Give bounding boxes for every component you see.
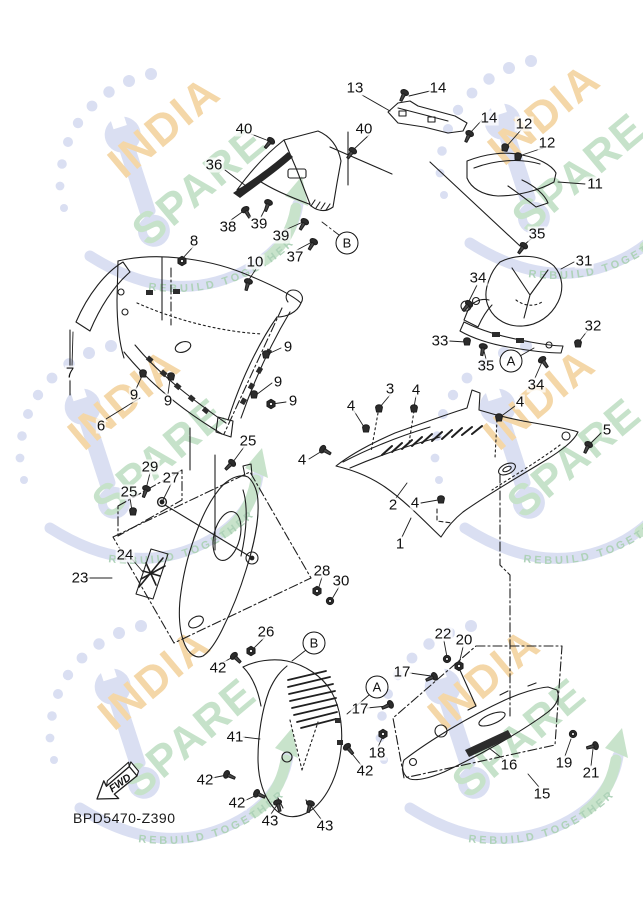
callout-17: 17 bbox=[350, 700, 370, 718]
callout-43: 43 bbox=[315, 817, 335, 835]
callout-4: 4 bbox=[409, 494, 421, 512]
callout-18: 18 bbox=[367, 744, 387, 762]
callout-40: 40 bbox=[354, 120, 374, 138]
callout-42: 42 bbox=[227, 794, 247, 812]
callout-27: 27 bbox=[161, 469, 181, 487]
callout-43: 43 bbox=[260, 812, 280, 830]
callout-26: 26 bbox=[256, 623, 276, 641]
callout-15: 15 bbox=[532, 785, 552, 803]
callout-16: 16 bbox=[499, 756, 519, 774]
callout-6: 6 bbox=[95, 417, 107, 435]
callout-35: 35 bbox=[527, 225, 547, 243]
callout-32: 32 bbox=[583, 317, 603, 335]
callout-7: 7 bbox=[64, 364, 76, 382]
callout-10: 10 bbox=[245, 253, 265, 271]
callout-17: 17 bbox=[392, 663, 412, 681]
side-cowl-drawing bbox=[112, 463, 312, 658]
side-panel-11-drawing bbox=[466, 152, 557, 208]
callout-13: 13 bbox=[345, 79, 365, 97]
callout-3: 3 bbox=[384, 380, 396, 398]
callout-9: 9 bbox=[162, 392, 174, 410]
windscreen-garnish bbox=[233, 152, 293, 198]
callout-4: 4 bbox=[514, 393, 526, 411]
callout-42: 42 bbox=[355, 762, 375, 780]
callout-34: 34 bbox=[526, 376, 546, 394]
callout-33: 33 bbox=[430, 332, 450, 350]
callout-34: 34 bbox=[468, 269, 488, 287]
callout-25: 25 bbox=[119, 483, 139, 501]
callout-39: 39 bbox=[271, 227, 291, 245]
callout-25: 25 bbox=[238, 432, 258, 450]
callout-9: 9 bbox=[128, 386, 140, 404]
callout-39: 39 bbox=[249, 215, 269, 233]
ref-letter-B: B bbox=[335, 231, 359, 255]
ref-letter-B: B bbox=[302, 631, 326, 655]
callout-42: 42 bbox=[208, 659, 228, 677]
callout-4: 4 bbox=[345, 397, 357, 415]
callout-28: 28 bbox=[312, 562, 332, 580]
part-code-label: BPD5470-Z390 bbox=[73, 810, 176, 826]
callout-14: 14 bbox=[428, 79, 448, 97]
ref-letter-A: A bbox=[499, 349, 523, 373]
ref-letter-A: A bbox=[365, 675, 389, 699]
callout-29: 29 bbox=[140, 458, 160, 476]
callout-8: 8 bbox=[188, 232, 200, 250]
callout-9: 9 bbox=[287, 392, 299, 410]
callout-40: 40 bbox=[234, 120, 254, 138]
callout-9: 9 bbox=[282, 338, 294, 356]
callout-22: 22 bbox=[433, 625, 453, 643]
callout-24: 24 bbox=[115, 546, 135, 564]
callout-5: 5 bbox=[601, 421, 613, 439]
stay-bracket-drawing bbox=[387, 100, 468, 134]
callout-9: 9 bbox=[272, 373, 284, 391]
callout-11: 11 bbox=[586, 175, 604, 193]
callout-21: 21 bbox=[581, 764, 601, 782]
callout-4: 4 bbox=[410, 381, 422, 399]
callout-31: 31 bbox=[574, 252, 594, 270]
callout-42: 42 bbox=[195, 771, 215, 789]
callout-12: 12 bbox=[537, 134, 557, 152]
callout-20: 20 bbox=[454, 631, 474, 649]
callout-1: 1 bbox=[394, 535, 406, 553]
callout-36: 36 bbox=[204, 156, 224, 174]
callout-37: 37 bbox=[285, 248, 305, 266]
callout-30: 30 bbox=[331, 572, 351, 590]
lower-side-panel-drawing bbox=[392, 645, 563, 781]
callout-38: 38 bbox=[218, 218, 238, 236]
callout-12: 12 bbox=[514, 115, 534, 133]
windshield-drawing bbox=[69, 261, 131, 396]
callout-35: 35 bbox=[476, 357, 496, 375]
callout-4: 4 bbox=[296, 451, 308, 469]
callout-23: 23 bbox=[70, 569, 90, 587]
callout-14: 14 bbox=[479, 109, 499, 127]
callout-41: 41 bbox=[225, 728, 245, 746]
callout-19: 19 bbox=[554, 754, 574, 772]
callout-2: 2 bbox=[387, 496, 399, 514]
air-duct-drawing bbox=[429, 161, 564, 354]
